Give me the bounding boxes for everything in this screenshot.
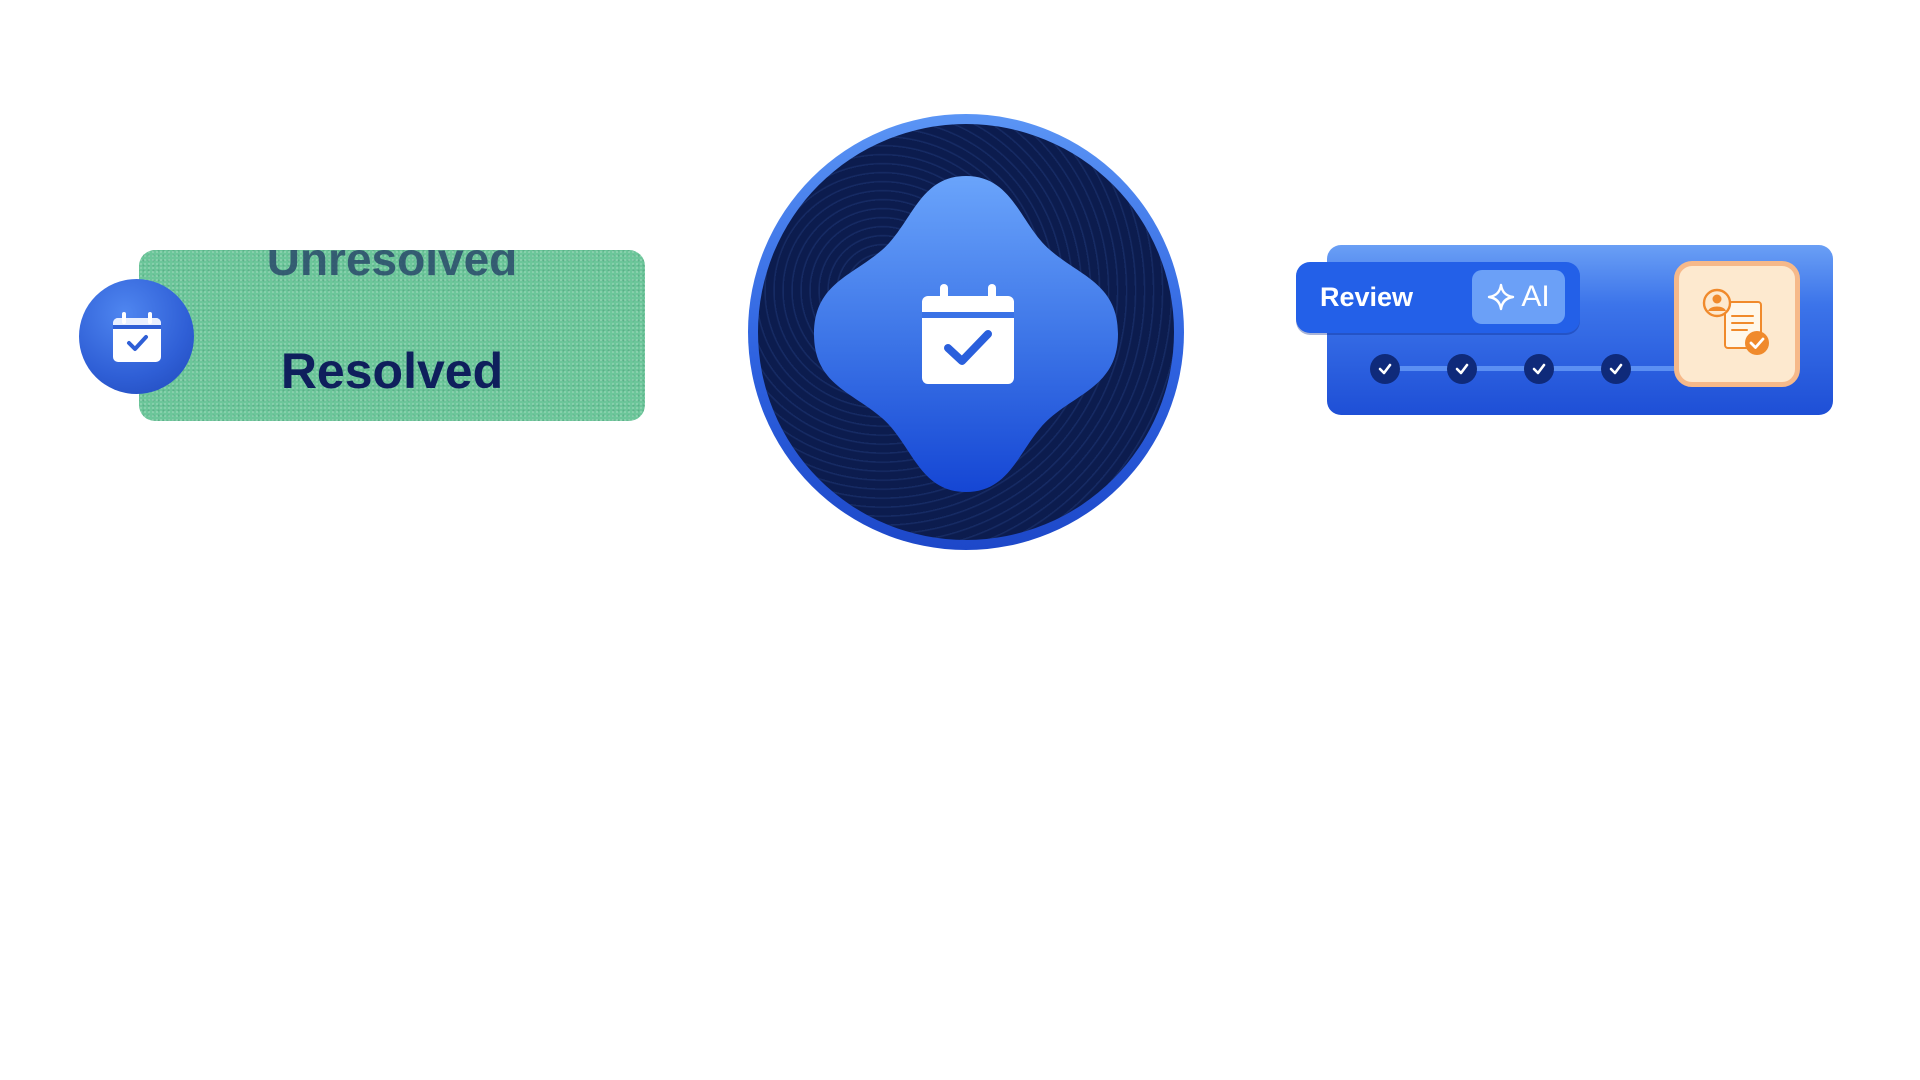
document-tile (1674, 261, 1800, 387)
check-icon (1378, 363, 1392, 375)
current-status-label: Resolved (280, 343, 504, 399)
calendar-check-icon (112, 311, 161, 362)
status-badge (79, 279, 194, 394)
calendar-emblem (748, 114, 1184, 550)
review-label: Review (1320, 282, 1414, 312)
calendar-check-icon (922, 284, 1014, 384)
previous-status-label: Unresolved (266, 250, 518, 285)
completed-step (1447, 354, 1477, 384)
ai-badge: AI (1472, 270, 1565, 324)
emblem-background (758, 124, 1174, 540)
completed-step (1370, 354, 1400, 384)
check-icon (1455, 363, 1469, 375)
ai-label: AI (1521, 280, 1550, 313)
review-tab: Review AI (1296, 262, 1580, 333)
check-icon (1532, 363, 1546, 375)
status-card: Unresolved Resolved (139, 250, 645, 421)
document-user-check-icon (1702, 288, 1769, 355)
completed-step (1524, 354, 1554, 384)
sparkle-icon (1488, 283, 1515, 311)
check-icon (1609, 363, 1623, 375)
completed-step (1601, 354, 1631, 384)
